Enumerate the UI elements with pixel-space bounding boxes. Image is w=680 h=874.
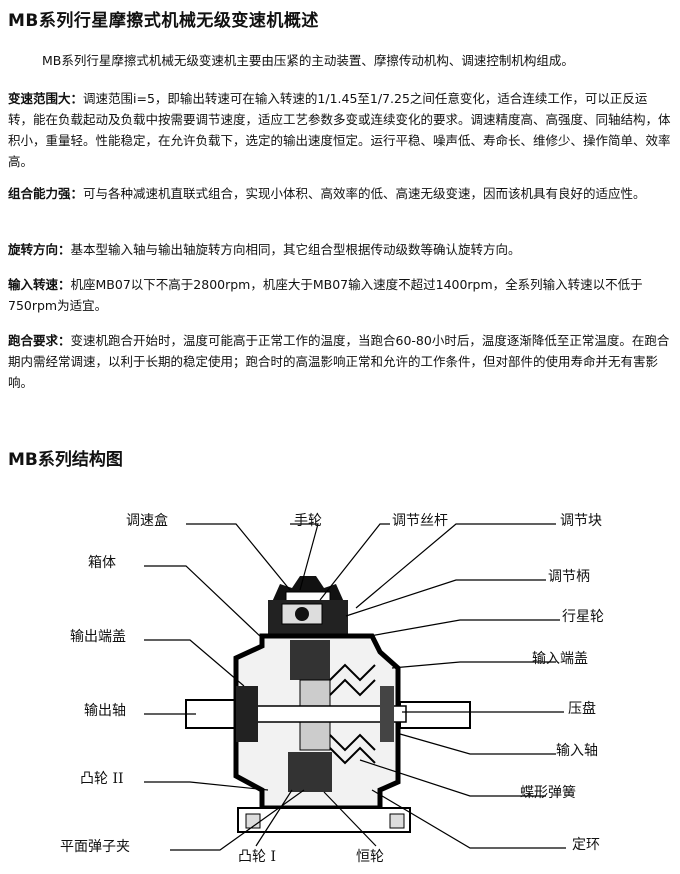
section-text: 调速范围i=5，即输出转速可在输入转速的1/1.45至1/7.25之间任意变化，… xyxy=(8,91,671,169)
section-combination: 组合能力强：可与各种减速机直联式组合，实现小体积、高效率的低、高速无级变速，因而… xyxy=(8,183,672,204)
page-title: MB系列行星摩擦式机械无级变速机概述 xyxy=(8,11,319,31)
input-shaft-shape xyxy=(399,701,471,729)
section-term: 变速范围大： xyxy=(8,91,84,106)
label-flat-ball-clamp: 平面弹子夹 xyxy=(60,839,130,855)
label-input-end-cover: 输入端盖 xyxy=(532,651,588,667)
label-output-end-cover: 输出端盖 xyxy=(70,629,126,645)
section-term: 组合能力强： xyxy=(8,186,84,201)
intro-paragraph: MB系列行星摩擦式机械无级变速机主要由压紧的主动装置、摩擦传动机构、调速控制机构… xyxy=(42,53,574,68)
label-cam-2: 凸轮 II xyxy=(80,771,124,787)
label-adjust-screw: 调节丝杆 xyxy=(392,513,448,529)
section-input-speed: 输入转速：机座MB07以下不高于2800rpm，机座大于MB07输入速度不超过1… xyxy=(8,274,672,316)
label-housing: 箱体 xyxy=(88,555,116,571)
section-term: 旋转方向： xyxy=(8,242,71,257)
label-adjust-block: 调节块 xyxy=(560,513,602,529)
section-term: 跑合要求： xyxy=(8,333,71,348)
label-adjust-handle: 调节柄 xyxy=(548,569,590,585)
section-running-in: 跑合要求：变速机跑合开始时，温度可能高于正常工作的温度，当跑合60-80小时后，… xyxy=(8,330,672,393)
diagram-title: MB系列结构图 xyxy=(8,450,123,470)
section-text: 机座MB07以下不高于2800rpm，机座大于MB07输入速度不超过1400rp… xyxy=(8,277,643,313)
section-rotation: 旋转方向：基本型输入轴与输出轴旋转方向相同，其它组合型根据传动级数等确认旋转方向… xyxy=(8,239,672,260)
label-pressure-disc: 压盘 xyxy=(568,701,596,717)
label-fixed-ring: 定环 xyxy=(572,837,600,853)
section-text: 基本型输入轴与输出轴旋转方向相同，其它组合型根据传动级数等确认旋转方向。 xyxy=(70,242,521,257)
label-disc-spring: 蝶形弹簧 xyxy=(520,785,576,801)
disc-spring-shape xyxy=(329,663,376,765)
gearbox-cross-section xyxy=(144,523,566,851)
section-text: 可与各种减速机直联式组合，实现小体积、高效率的低、高速无级变速，因而该机具有良好… xyxy=(83,186,646,201)
section-text: 变速机跑合开始时，温度可能高于正常工作的温度，当跑合60-80小时后，温度逐渐降… xyxy=(8,333,670,390)
leader-lines xyxy=(144,523,566,851)
section-term: 输入转速： xyxy=(8,277,71,292)
label-cam-1: 凸轮 I xyxy=(238,849,276,865)
label-input-shaft: 输入轴 xyxy=(556,743,598,759)
section-speed-range: 变速范围大：调速范围i=5，即输出转速可在输入转速的1/1.45至1/7.25之… xyxy=(8,88,672,172)
label-output-shaft: 输出轴 xyxy=(84,703,126,719)
base-shape xyxy=(237,807,411,833)
structure-diagram: 调速盒 手轮 调节丝杆 调节块 箱体 调节柄 行星轮 输出端盖 输入端盖 输出轴… xyxy=(0,490,680,874)
label-handwheel: 手轮 xyxy=(294,513,322,529)
label-constant-wheel: 恒轮 xyxy=(356,849,384,865)
label-speed-box: 调速盒 xyxy=(126,513,168,529)
label-planet-wheel: 行星轮 xyxy=(562,609,604,625)
